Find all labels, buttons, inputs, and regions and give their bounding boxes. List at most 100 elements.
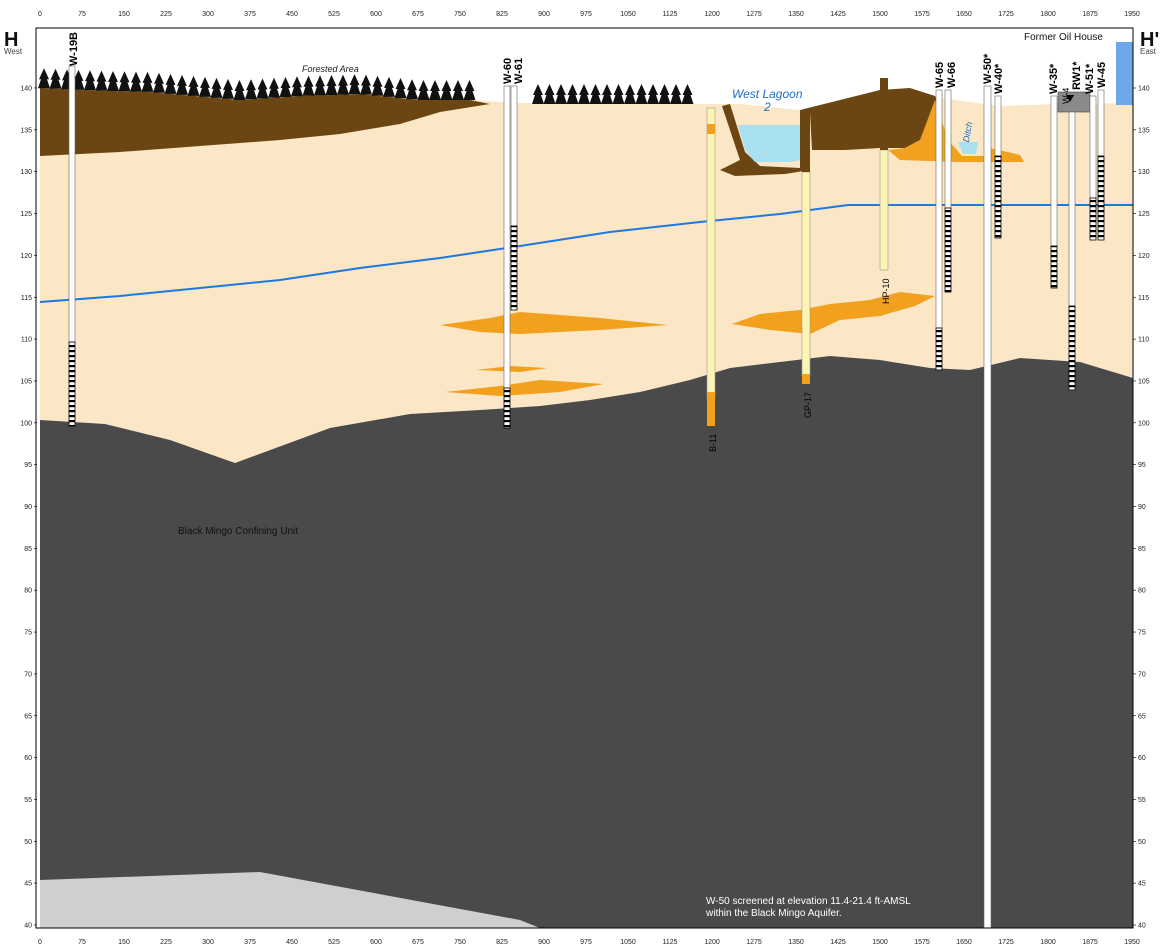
west-lagoon-water [738, 125, 800, 162]
y-tick-label: 70 [1138, 671, 1146, 678]
west-lagoon-number: 2 [763, 100, 771, 114]
tree-icon [118, 71, 131, 92]
y-tick-label: 55 [1138, 797, 1146, 804]
y-tick-label: 60 [1138, 755, 1146, 762]
y-tick-label: 120 [20, 253, 32, 260]
y-tick-label: 80 [24, 588, 32, 595]
x-tick-label: 1800 [1040, 11, 1056, 18]
direction-left: West [4, 47, 23, 56]
well-casing [994, 95, 1002, 157]
x-tick-label: 900 [538, 939, 550, 946]
y-tick-label: 55 [24, 797, 32, 804]
x-tick-label: 525 [328, 939, 340, 946]
water-table [39, 204, 1133, 303]
sand-unit [40, 88, 1133, 463]
direction-right: East [1140, 47, 1157, 56]
well-label: W-4 [1061, 88, 1071, 104]
tree-icon [279, 76, 292, 97]
x-tick-label: 75 [78, 939, 86, 946]
forested-area-label: Forested Area [302, 64, 359, 74]
y-tick-label: 130 [20, 169, 32, 176]
wells [68, 65, 1105, 929]
y-tick-label: 45 [24, 881, 32, 888]
x-tick-label: 825 [496, 11, 508, 18]
y-tick-label: 90 [24, 504, 32, 511]
y-tick-label: 95 [1138, 462, 1146, 469]
tree-icon [291, 76, 303, 97]
y-tick-label: 65 [1138, 713, 1146, 720]
well-casing [510, 85, 518, 227]
y-tick-label: 90 [1138, 504, 1146, 511]
x-tick-label: 1350 [788, 939, 804, 946]
tree-icon [199, 76, 211, 97]
y-tick-label: 115 [1138, 295, 1149, 302]
y-tick-label: 100 [20, 420, 32, 427]
tree-icon [38, 68, 50, 89]
y-tick-label: 65 [24, 713, 32, 720]
x-tick-label: 675 [412, 11, 424, 18]
section-letter-left: H [4, 29, 18, 51]
lagoon-clay [720, 104, 810, 176]
x-tick-label: 300 [202, 939, 214, 946]
tree-icon [394, 78, 407, 99]
well-casing [1050, 95, 1058, 247]
x-tick-label: 1050 [620, 11, 636, 18]
tree-icon [245, 79, 257, 100]
well-screen [935, 327, 943, 371]
x-tick-label: 0 [38, 939, 42, 946]
geology-layers [39, 88, 1133, 928]
former-oil-house-label: Former Oil House [1024, 32, 1103, 43]
y-tick-label: 75 [1138, 630, 1146, 637]
y-tick-label: 105 [1138, 378, 1150, 385]
y-tick-label: 125 [20, 211, 32, 218]
rw1-marker-icon [1066, 95, 1074, 102]
tree-icon [164, 73, 177, 94]
tree-icon [72, 69, 85, 90]
x-tick-label: 975 [580, 939, 592, 946]
note-line-1: W-50 screened at elevation 11.4-21.4 ft-… [706, 896, 911, 907]
well-label: W-51* [1084, 63, 1096, 94]
boring-label: GP-17 [803, 392, 813, 418]
x-tick-label: 1500 [872, 11, 888, 18]
ditch-label: Ditch [961, 121, 974, 143]
tree-icon [49, 68, 62, 89]
tree-icon [624, 84, 636, 104]
tree-icon [314, 75, 326, 96]
y-tick-label: 50 [1138, 839, 1146, 846]
y-tick-label: 40 [24, 923, 32, 930]
tree-icon [555, 84, 567, 104]
tree-icon [107, 70, 119, 91]
well-screen [1089, 197, 1097, 241]
plot-frame [35, 27, 1134, 929]
tree-icon [589, 84, 602, 104]
well-screen [510, 225, 518, 311]
sand-lens-2 [476, 366, 548, 372]
well-label: W-66 [946, 62, 958, 88]
west-lagoon-label: West Lagoon [732, 87, 803, 101]
tree-icon [406, 79, 418, 100]
tree-icon [371, 75, 384, 96]
x-tick-label: 0 [38, 11, 42, 18]
x-tick-label: 525 [328, 11, 340, 18]
well-screen [944, 207, 952, 293]
y-tick-label: 135 [20, 127, 32, 134]
y-tick-label: 80 [1138, 588, 1146, 595]
x-tick-label: 225 [160, 939, 172, 946]
x-tick-label: 150 [118, 939, 130, 946]
x-tick-label: 1050 [620, 939, 636, 946]
orange-wedge-ditch [888, 100, 1024, 162]
well-screen [1068, 305, 1076, 391]
x-tick-label: 1650 [956, 939, 972, 946]
clay-unit-west [40, 88, 490, 156]
x-tick-label: 750 [454, 939, 466, 946]
y-tick-label: 105 [20, 378, 32, 385]
x-tick-label: 375 [244, 11, 256, 18]
y-tick-label: 125 [1138, 211, 1150, 218]
well-label: W-60 [502, 58, 514, 84]
tree-icon [337, 74, 349, 95]
tree-icon [452, 80, 464, 100]
tree-icon [348, 74, 361, 95]
tree-icon [681, 84, 694, 104]
tree-icon [566, 84, 579, 104]
